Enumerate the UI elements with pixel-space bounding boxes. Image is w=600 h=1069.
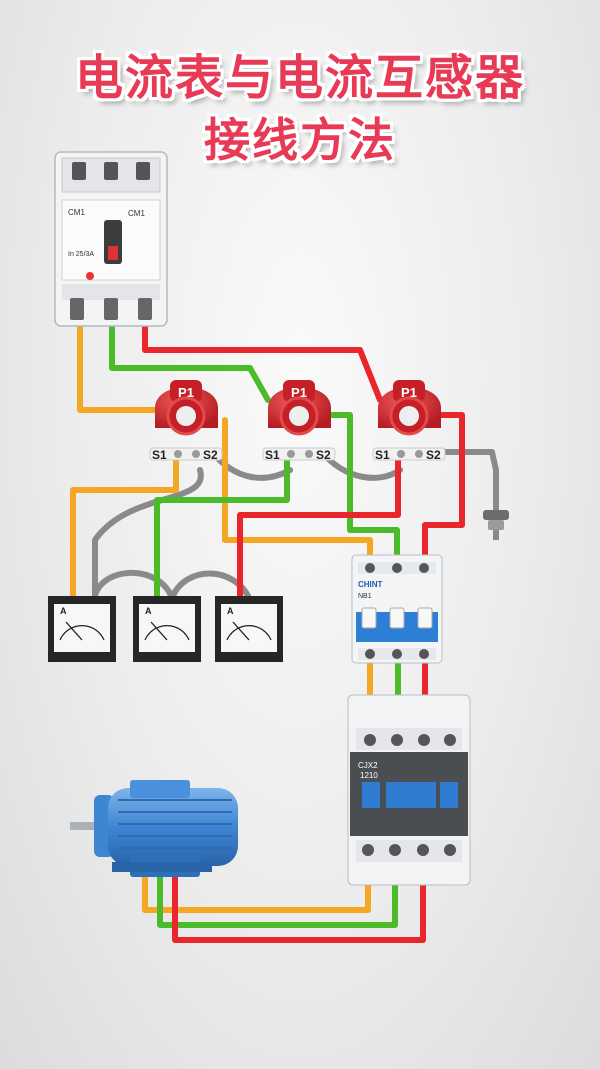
contactor-rating: 1210 bbox=[360, 771, 378, 780]
breaker-model: CM1 bbox=[128, 209, 145, 218]
ct-c-s2: S2 bbox=[426, 448, 441, 462]
ct-c-label: P1 bbox=[401, 385, 417, 400]
main-circuit-breaker bbox=[54, 151, 168, 327]
contactor-model: CJX2 bbox=[358, 761, 378, 770]
ct-b-s2: S2 bbox=[316, 448, 331, 462]
ground-terminal-icon bbox=[483, 510, 509, 540]
current-transformer-b bbox=[262, 380, 336, 461]
ct-a-label: P1 bbox=[178, 385, 194, 400]
ammeter-c bbox=[215, 596, 283, 662]
phase-c-wires bbox=[142, 315, 465, 943]
title-line-2: 接线方法 bbox=[204, 113, 396, 167]
ammeter-a bbox=[48, 596, 116, 662]
title-line-1: 电流表与电流互感器 bbox=[74, 50, 525, 106]
ct-b-label: P1 bbox=[291, 385, 307, 400]
ammeter-b-unit: A bbox=[145, 606, 152, 616]
breaker-brand: CM1 bbox=[68, 208, 85, 217]
mcb-brand: CHINT bbox=[358, 580, 383, 589]
ct-b-s1: S1 bbox=[265, 448, 280, 462]
current-transformer-c bbox=[372, 380, 446, 461]
ct-c-s1: S1 bbox=[375, 448, 390, 462]
miniature-circuit-breaker bbox=[351, 554, 443, 664]
ammeter-c-unit: A bbox=[227, 606, 234, 616]
ct-a-s1: S1 bbox=[152, 448, 167, 462]
phase-b-wires bbox=[109, 315, 401, 928]
mcb-model: NB1 bbox=[358, 593, 372, 600]
ammeter-b bbox=[133, 596, 201, 662]
ct-a-s2: S2 bbox=[203, 448, 218, 462]
contactor bbox=[347, 694, 471, 886]
ammeter-a-unit: A bbox=[60, 606, 67, 616]
current-transformer-a bbox=[149, 380, 223, 461]
breaker-rating: In 25/3A bbox=[68, 251, 94, 258]
electric-motor bbox=[70, 780, 238, 877]
